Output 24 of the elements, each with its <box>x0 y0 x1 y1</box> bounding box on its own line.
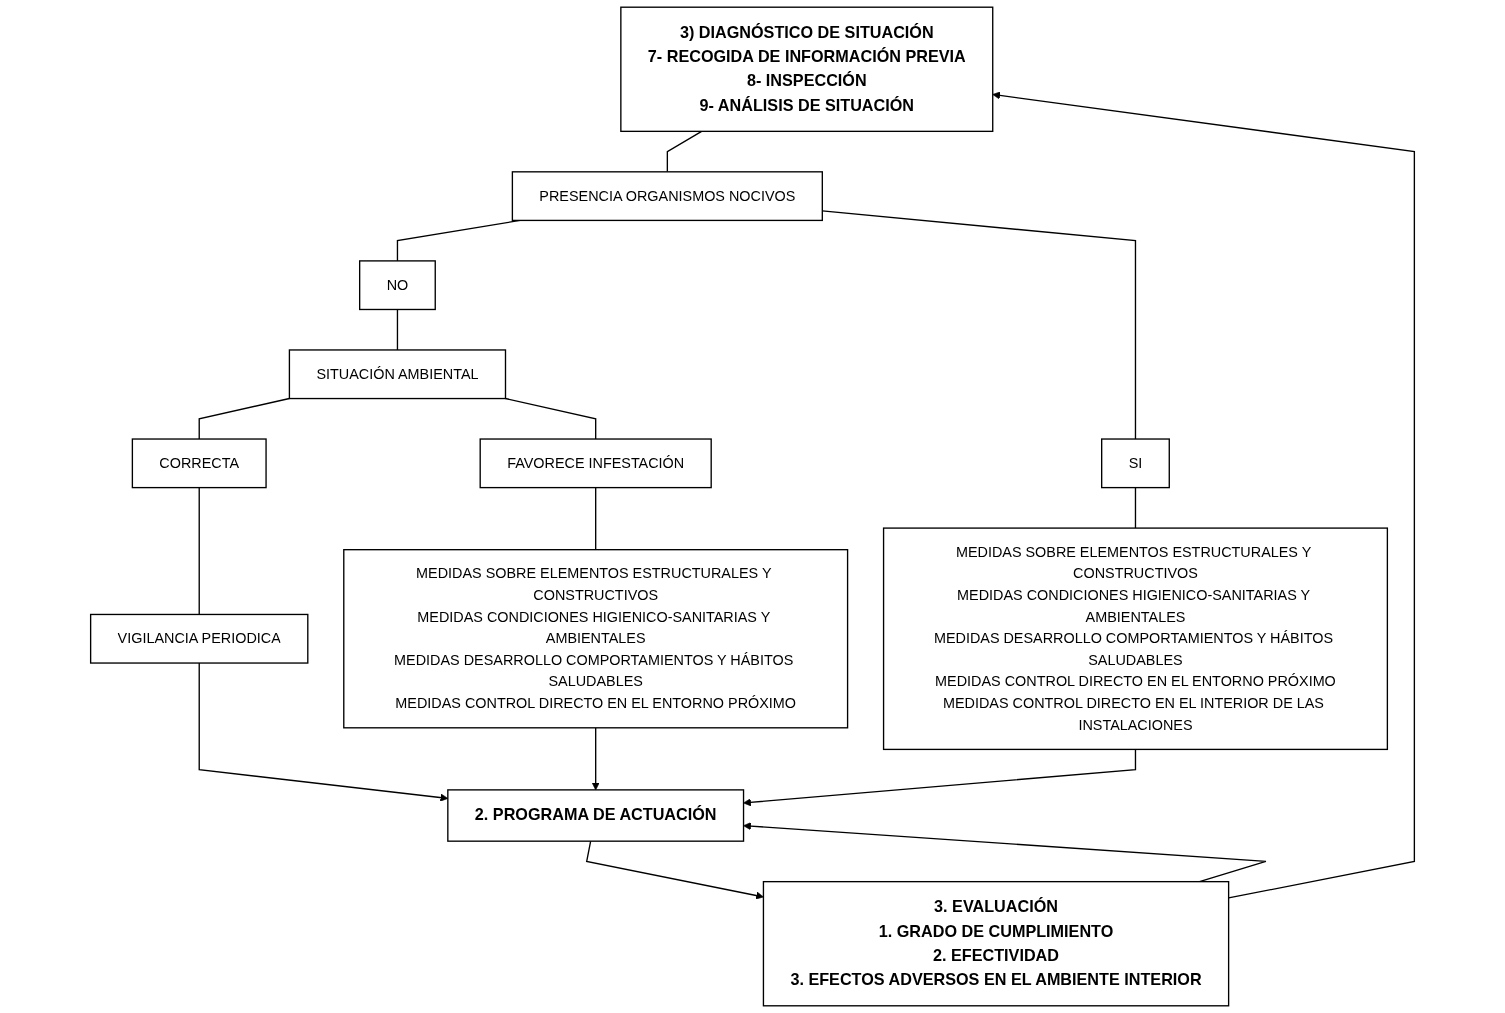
node-box: NO <box>359 260 436 311</box>
arrow <box>743 822 1267 883</box>
node-box: 3. EVALUACIÓN 1. GRADO DE CUMPLIMIENTO 2. EFECTIVIDAD 3. EFECTOS ADVERSOS EN EL AMBIENTE INTERIOR <box>762 880 1230 1007</box>
node-box: VIGILANCIA PERIODICA <box>89 613 309 664</box>
node-box: SI <box>1101 438 1170 489</box>
connector <box>666 130 703 173</box>
connector <box>595 486 597 551</box>
arrow <box>585 840 764 900</box>
node-box: SITUACIÓN AMBIENTAL <box>288 349 507 400</box>
node-box: 3) DIAGNÓSTICO DE SITUACIÓN 7- RECOGIDA DE INFORMACIÓN PREVIA 8- INSPECCIÓN 9- ANÁLISIS DE SITUACIÓN <box>620 6 994 133</box>
node-box: 2. PROGRAMA DE ACTUACIÓN <box>447 789 745 842</box>
node-box: FAVORECE INFESTACIÓN <box>479 438 712 489</box>
connector <box>1134 486 1137 529</box>
connector <box>198 397 291 440</box>
connector <box>504 397 597 440</box>
node-box: PRESENCIA ORGANISMOS NOCIVOS <box>511 171 823 222</box>
arrow <box>743 748 1137 807</box>
connector <box>396 308 399 351</box>
node-box: MEDIDAS SOBRE ELEMENTOS ESTRUCTURALES Y CONSTRUCTIVOS MEDIDAS CONDICIONES HIGIENICO-SANITARIAS Y AMBIENTALES MEDIDAS DESARROLLO COMPORTAMIENTOS Y HÁBITOS SALUDABLES MEDIDAS CONTROL DIRECTO EN EL ENTORNO PRÓXIMO MEDIDAS CONTROL DIRECTO EN EL INTERIOR DE LAS INSTALACIONES <box>882 527 1389 751</box>
node-box: CORRECTA <box>131 438 267 489</box>
arrow <box>992 91 1416 899</box>
connector <box>198 486 200 616</box>
node-box: MEDIDAS SOBRE ELEMENTOS ESTRUCTURALES Y CONSTRUCTIVOS MEDIDAS CONDICIONES HIGIENICO-SANITARIAS Y AMBIENTALES MEDIDAS DESARROLLO COMPORTAMIENTOS Y HÁBITOS SALUDABLES MEDIDAS CONTROL DIRECTO EN EL ENTORNO PRÓXIMO <box>343 549 849 729</box>
arrow <box>591 727 600 791</box>
